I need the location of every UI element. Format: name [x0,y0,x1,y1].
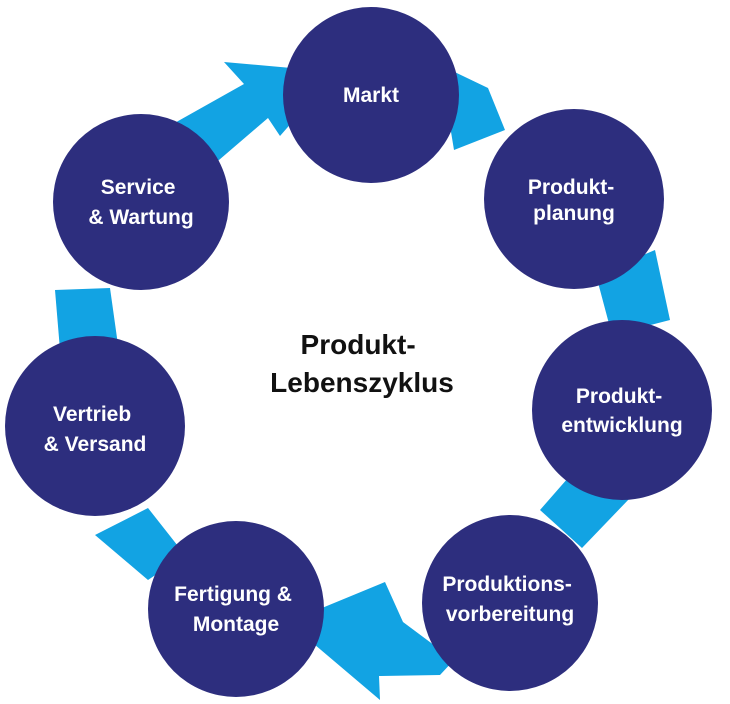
stage-produktentwicklung-label: Produkt- entwicklung [561,385,682,437]
stage-markt: Markt [283,7,459,183]
stage-produktplanung: Produkt- planung [484,109,664,289]
stage-vertrieb-versand-label: Vertrieb & Versand [44,403,147,456]
stage-produktionsvorbereitung-label: Produktions- vorbereitung [442,573,577,626]
arrow-vorbereitung-to-montage [288,582,454,700]
connector-vertrieb-service [55,288,118,350]
stage-service-wartung: Service & Wartung [53,114,229,290]
stage-fertigung-montage-label: Fertigung & Montage [174,583,298,636]
stage-service-wartung-label: Service & Wartung [88,176,193,229]
stage-produktionsvorbereitung: Produktions- vorbereitung [422,515,598,691]
diagram-title: Produkt- Lebenszyklus [270,329,454,398]
stage-vertrieb-versand: Vertrieb & Versand [5,336,185,516]
stage-produktplanung-label: Produkt- planung [528,176,620,225]
stage-markt-label: Markt [343,84,399,107]
stage-fertigung-montage: Fertigung & Montage [148,521,324,697]
stage-nodes: Markt Produkt- planung Produkt- entwickl… [5,7,712,697]
stage-produktentwicklung: Produkt- entwicklung [532,320,712,500]
